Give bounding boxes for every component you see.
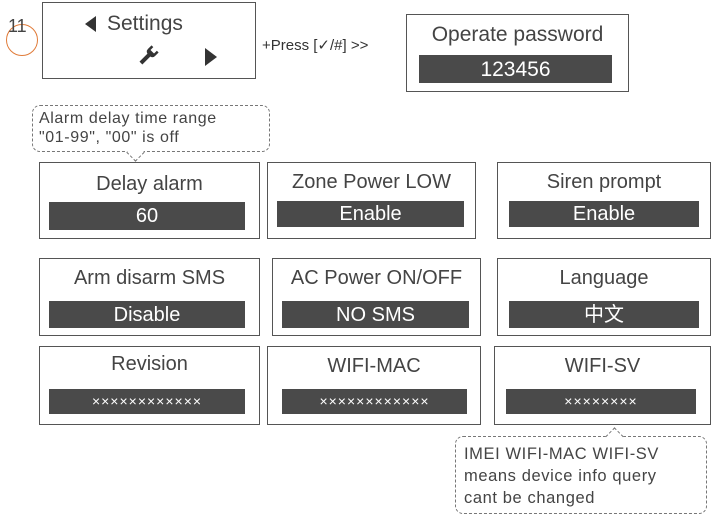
language-panel: Language 中文: [497, 258, 711, 336]
revision-panel: Revision ××××××××××××: [39, 346, 260, 425]
step-number-circle: [6, 24, 38, 56]
ac-power-panel: AC Power ON/OFF NO SMS: [272, 258, 481, 336]
arm-disarm-sms-title: Arm disarm SMS: [73, 267, 226, 289]
delay-alarm-title: Delay alarm: [96, 173, 203, 195]
right-arrow-icon: [205, 48, 217, 66]
revision-value: ××××××××××××: [49, 389, 245, 414]
revision-title: Revision: [111, 353, 188, 375]
delay-alarm-value: 60: [49, 202, 245, 230]
zone-power-low-value: Enable: [277, 201, 464, 227]
wifi-mac-panel: WIFI-MAC ××××××××××××: [267, 346, 481, 425]
press-instruction: +Press [✓/#] >>: [262, 37, 369, 54]
wifi-mac-title: WIFI-MAC: [327, 355, 421, 377]
zone-power-low-title: Zone Power LOW: [292, 171, 451, 193]
delay-note-line2: "01-99", "00" is off: [39, 129, 180, 146]
step-number: 11: [8, 16, 27, 36]
siren-prompt-panel: Siren prompt Enable: [497, 162, 711, 239]
left-arrow-icon: [85, 16, 96, 32]
siren-prompt-title: Siren prompt: [546, 171, 662, 193]
arm-disarm-sms-value: Disable: [49, 301, 245, 328]
siren-prompt-value: Enable: [509, 201, 699, 227]
delay-range-note: Alarm delay time range "01-99", "00" is …: [32, 105, 270, 162]
info-note-line1: IMEI WIFI-MAC WIFI-SV: [464, 445, 659, 463]
wifi-sv-value: ××××××××: [506, 389, 696, 414]
wifi-mac-value: ××××××××××××: [282, 389, 467, 414]
operate-password-screen: Operate password 123456: [406, 14, 629, 92]
zone-power-low-panel: Zone Power LOW Enable: [267, 162, 476, 239]
operate-password-value: 123456: [419, 55, 612, 83]
ac-power-title: AC Power ON/OFF: [290, 267, 463, 289]
operate-password-title: Operate password: [431, 23, 604, 46]
settings-title: Settings: [107, 12, 183, 35]
delay-alarm-panel: Delay alarm 60: [39, 162, 260, 239]
ac-power-value: NO SMS: [282, 301, 469, 328]
wrench-icon: [137, 45, 159, 72]
language-title: Language: [559, 267, 649, 289]
settings-screen: Settings: [42, 2, 256, 79]
delay-note-line1: Alarm delay time range: [39, 110, 217, 127]
language-value: 中文: [509, 301, 699, 328]
arm-disarm-sms-panel: Arm disarm SMS Disable: [39, 258, 260, 336]
wifi-sv-title: WIFI-SV: [564, 355, 641, 377]
device-info-note: IMEI WIFI-MAC WIFI-SV means device info …: [455, 427, 707, 514]
info-note-line3: cant be changed: [464, 489, 596, 507]
wifi-sv-panel: WIFI-SV ××××××××: [494, 346, 711, 425]
info-note-line2: means device info query: [464, 467, 657, 485]
